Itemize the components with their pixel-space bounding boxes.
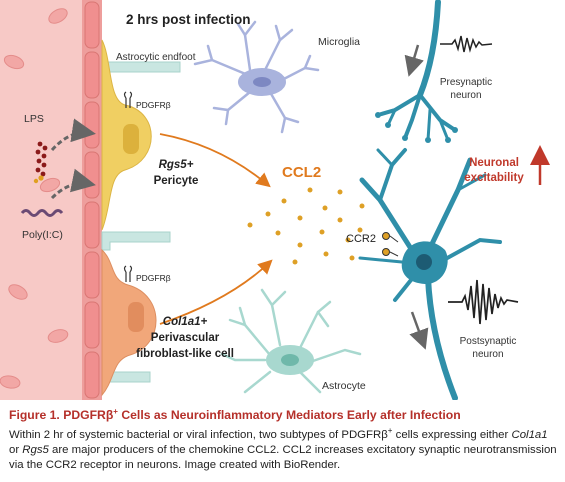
presynaptic-label: Presynaptic	[440, 77, 492, 88]
pericyte-label: Pericyte	[154, 175, 199, 187]
figure-illustration: 2 hrs post infection Astrocytic endfoot …	[0, 0, 550, 400]
postsynaptic-neuron-label: neuron	[472, 349, 503, 360]
ccr2-receptor-icon	[382, 232, 399, 257]
lps-label: LPS	[24, 113, 44, 125]
figure-label: Figure 1.	[9, 408, 60, 423]
microglia-cell	[193, 20, 320, 134]
astrocytic-endfoot-label: Astrocytic endfoot	[116, 52, 196, 63]
polyic-molecule-icon	[20, 209, 64, 217]
fibroblast-label: fibroblast-like cell	[136, 348, 234, 360]
caption-title-main: PDGFRβ	[63, 408, 114, 423]
caption-s4: are major producers of the chemokine CCL…	[9, 443, 557, 471]
ccr2-label: CCR2	[346, 233, 376, 245]
caption-body: Within 2 hr of systemic bacterial or vir…	[9, 423, 559, 473]
caption-title-sup: +	[113, 407, 118, 416]
pathogen-entry-arrows	[50, 118, 96, 200]
ccl2-particles	[247, 187, 365, 265]
fibroblast-nucleus	[128, 302, 144, 332]
perivascular-label: Perivascular	[151, 332, 220, 344]
caption-gene2: Rgs5	[22, 443, 49, 456]
microglia-label: Microglia	[318, 36, 360, 48]
postsynaptic-neuron-nucleus	[416, 254, 432, 270]
lps-molecule-icon	[33, 141, 48, 184]
figure-header: 2 hrs post infection	[126, 12, 251, 27]
neuronal-label: Neuronal	[469, 157, 519, 169]
astrocyte-nucleus	[281, 354, 299, 366]
blood-vessel	[0, 0, 102, 400]
col1a1-label: Col1a1+	[163, 316, 208, 328]
excitability-label: excitability	[464, 172, 524, 184]
polyic-label: Poly(I:C)	[22, 229, 63, 241]
presynaptic-signal-arrow	[404, 44, 424, 77]
presynaptic-neuron-label: neuron	[450, 90, 481, 101]
postsynaptic-signal-arrow	[409, 311, 429, 350]
astrocyte-label: Astrocyte	[322, 380, 366, 392]
caption-gene1: Col1a1	[511, 428, 548, 441]
pdgfrb-receptor-icon	[123, 91, 133, 282]
caption-title-rest: Cells as Neuroinflammatory Mediators Ear…	[117, 408, 461, 423]
presynaptic-neuron-cell	[376, 0, 457, 142]
presynaptic-waveform-icon	[440, 35, 493, 53]
caption-s1: Within 2 hr of systemic bacterial or vir…	[9, 428, 388, 441]
ccl2-label: CCL2	[282, 164, 321, 181]
presynaptic-terminals	[375, 112, 458, 143]
caption-s1-sup: +	[387, 426, 393, 436]
postsynaptic-label: Postsynaptic	[460, 336, 517, 347]
caption-title: Figure 1. PDGFRβ+ Cells as Neuroinflamma…	[9, 404, 559, 423]
caption-s3: or	[9, 443, 23, 456]
red-blood-cells	[0, 8, 69, 389]
postsynaptic-neuron-cell	[358, 148, 502, 400]
rgs5-label: Rgs5+	[159, 159, 194, 171]
ccl2-release-arrows	[159, 133, 273, 325]
figure-caption: Figure 1. PDGFRβ+ Cells as Neuroinflamma…	[9, 404, 559, 473]
caption-s2: cells expressing either	[392, 428, 512, 441]
postsynaptic-waveform-icon	[448, 279, 519, 325]
pdgfrb-label-2: PDGFRβ	[136, 273, 171, 283]
pericyte-nucleus	[123, 124, 139, 154]
pdgfrb-label-1: PDGFRβ	[136, 100, 171, 110]
microglia-nucleus	[253, 77, 271, 87]
astrocyte-cell	[220, 288, 362, 394]
